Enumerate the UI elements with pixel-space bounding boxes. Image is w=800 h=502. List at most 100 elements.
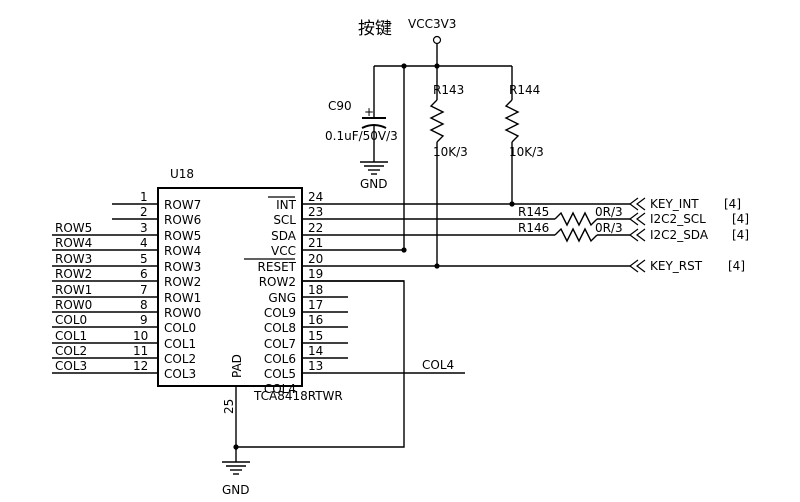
pin-name: COL4	[264, 382, 296, 396]
chip-ref: U18	[170, 167, 194, 181]
pin-name: SCL	[273, 213, 296, 227]
net-label: ROW1	[55, 283, 92, 297]
net-label: ROW2	[55, 267, 92, 281]
port-label-i2c2-sda: I2C2_SDA	[650, 228, 709, 242]
pin-name: ROW2	[259, 275, 296, 289]
pin-name: ROW5	[164, 229, 201, 243]
ground-symbol	[222, 447, 250, 475]
net-label: ROW3	[55, 252, 92, 266]
net-label: COL0	[55, 313, 87, 327]
pin-number: 10	[133, 329, 148, 343]
pin-number: 14	[308, 344, 323, 358]
ground-label: GND	[222, 483, 250, 497]
port-label-key-rst: KEY_RST	[650, 259, 703, 273]
pin-name: COL0	[164, 321, 196, 335]
pin-number: 2	[140, 205, 148, 219]
pin-number: 20	[308, 252, 323, 266]
pin-name: COL2	[164, 352, 196, 366]
pin-number: 21	[308, 236, 323, 250]
resistor-value: 0R/3	[595, 205, 623, 219]
pin-name: ROW3	[164, 260, 201, 274]
pin-name: INT	[276, 198, 297, 212]
right-pins	[302, 203, 630, 374]
pin-number: 4	[140, 236, 148, 250]
capacitor-c90: +	[361, 66, 387, 150]
port-arrows	[629, 197, 646, 273]
port-sheet-ref: [4]	[724, 197, 741, 211]
pin-name: COL3	[164, 367, 196, 381]
pin-number: 1	[140, 190, 148, 204]
pin-number: 13	[308, 359, 323, 373]
resistor-value: 10K/3	[509, 145, 544, 159]
port-label-key-int: KEY_INT	[650, 197, 699, 211]
net-label: ROW5	[55, 221, 92, 235]
net-label: ROW4	[55, 236, 92, 250]
junction-dot	[401, 247, 407, 253]
pin-name: ROW1	[164, 291, 201, 305]
pin-number: 23	[308, 205, 323, 219]
resistor-ref: R144	[509, 83, 540, 97]
net-label: ROW0	[55, 298, 92, 312]
pin-name: COL8	[264, 321, 296, 335]
pin-name: COL5	[264, 367, 296, 381]
pin-name: SDA	[271, 229, 297, 243]
gng-wire	[236, 280, 405, 448]
resistor-value: 10K/3	[433, 145, 468, 159]
resistor-ref: R145	[518, 205, 549, 219]
vcc-label: VCC3V3	[408, 17, 456, 31]
pin-name: COL1	[164, 337, 196, 351]
pin-name: COL7	[264, 337, 296, 351]
port-sheet-ref: [4]	[728, 259, 745, 273]
pin-name: ROW2	[164, 275, 201, 289]
junction-dot	[509, 201, 515, 207]
pin-name: COL6	[264, 352, 296, 366]
pin-number: 17	[308, 298, 323, 312]
vcc-power-symbol	[432, 35, 442, 66]
svg-text:+: +	[364, 105, 374, 119]
junction-dot	[434, 263, 440, 269]
pin-number: 12	[133, 359, 148, 373]
pin-name: GNG	[268, 291, 296, 305]
resistor-ref: R146	[518, 221, 549, 235]
pin-number: 7	[140, 283, 148, 297]
pin-number: 3	[140, 221, 148, 235]
resistor-r145	[554, 211, 630, 227]
resistor-value: 0R/3	[595, 221, 623, 235]
net-label: COL2	[55, 344, 87, 358]
pin-number: 16	[308, 313, 323, 327]
net-label: COL1	[55, 329, 87, 343]
pin-number: 6	[140, 267, 148, 281]
pad-label: PAD	[230, 354, 244, 378]
pin-number: 24	[308, 190, 323, 204]
port-label-i2c2-scl: I2C2_SCL	[650, 212, 706, 226]
pin-name: COL9	[264, 306, 296, 320]
pin-number: 11	[133, 344, 148, 358]
pin-name: RESET	[258, 260, 297, 274]
pad-pin-number: 25	[222, 399, 236, 414]
part-number: TCA8418RTWR	[253, 389, 343, 403]
pin-name: ROW0	[164, 306, 201, 320]
pin-number: 5	[140, 252, 148, 266]
ground-label: GND	[360, 177, 388, 191]
pin-number: 18	[308, 283, 323, 297]
pin-number: 15	[308, 329, 323, 343]
pin-number: 9	[140, 313, 148, 327]
pin-name: VCC	[271, 244, 296, 258]
pin-number: 19	[308, 267, 323, 281]
chip-body	[157, 187, 303, 387]
net-label: COL4	[422, 358, 454, 372]
capacitor-ref: C90	[328, 99, 352, 113]
pin-name: ROW6	[164, 213, 201, 227]
pin-number: 22	[308, 221, 323, 235]
capacitor-value: 0.1uF/50V/3	[325, 129, 398, 143]
left-pins	[52, 203, 158, 374]
net-label: COL3	[55, 359, 87, 373]
ground-symbol	[360, 150, 388, 175]
page-title: 按键	[358, 19, 392, 39]
port-sheet-ref: [4]	[732, 228, 749, 242]
resistor-ref: R143	[433, 83, 464, 97]
pin-number: 8	[140, 298, 148, 312]
port-sheet-ref: [4]	[732, 212, 749, 226]
pin-name: ROW4	[164, 244, 201, 258]
pin-name: ROW7	[164, 198, 201, 212]
